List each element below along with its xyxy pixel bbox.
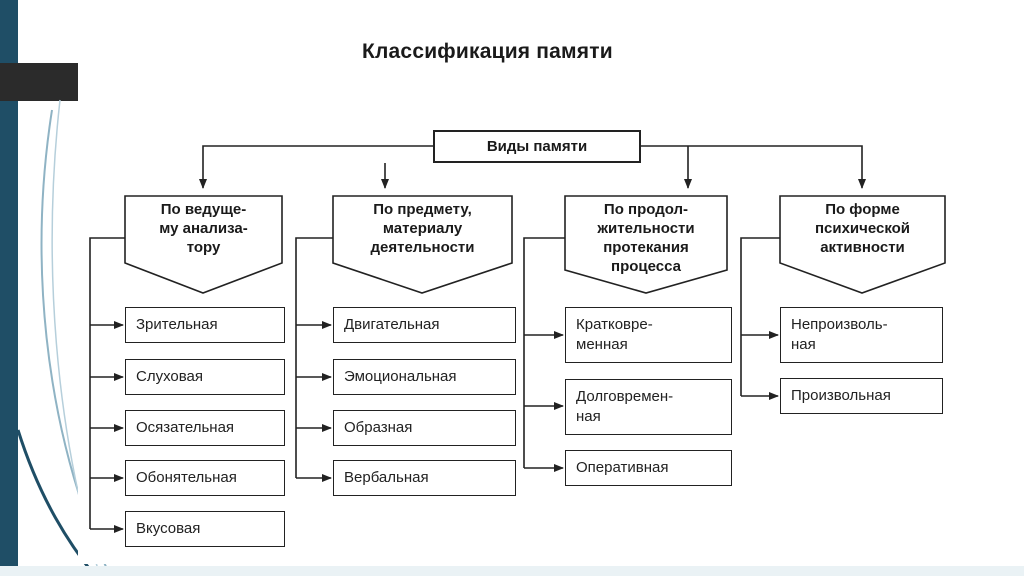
leaf-node: Долговремен- ная [565, 379, 732, 435]
leaf-node: Вербальная [333, 460, 516, 496]
category-shape-1 [124, 195, 283, 294]
category-label-3: По продол- жительности протекания процес… [597, 201, 695, 275]
leaf-node: Осязательная [125, 410, 285, 446]
category-label-4: По форме психической активности [814, 201, 911, 256]
category-shape-3 [564, 195, 728, 294]
leaf-node: Произвольная [780, 378, 943, 414]
left-accent-band [0, 0, 18, 576]
leaf-node: Непроизволь- ная [780, 307, 943, 363]
category-shape-4 [779, 195, 946, 294]
leaf-node: Двигательная [333, 307, 516, 343]
category-label-1: По ведуще- му анализа- тору [159, 201, 248, 256]
dark-accent-tab [0, 63, 78, 101]
leaf-node: Эмоциональная [333, 359, 516, 395]
leaf-node: Обонятельная [125, 460, 285, 496]
diagram-title: Классификация памяти [362, 40, 613, 63]
leaf-node: Зрительная [125, 307, 285, 343]
category-label-2: По предмету, материалу деятельности [370, 201, 475, 256]
leaf-node: Вкусовая [125, 511, 285, 547]
leaf-node: Слуховая [125, 359, 285, 395]
root-node-box: Виды памяти [433, 130, 641, 163]
leaf-node: Образная [333, 410, 516, 446]
leaf-node: Кратковре- менная [565, 307, 732, 363]
category-shape-2 [332, 195, 513, 294]
bottom-band [0, 566, 1024, 576]
leaf-node: Оперативная [565, 450, 732, 486]
